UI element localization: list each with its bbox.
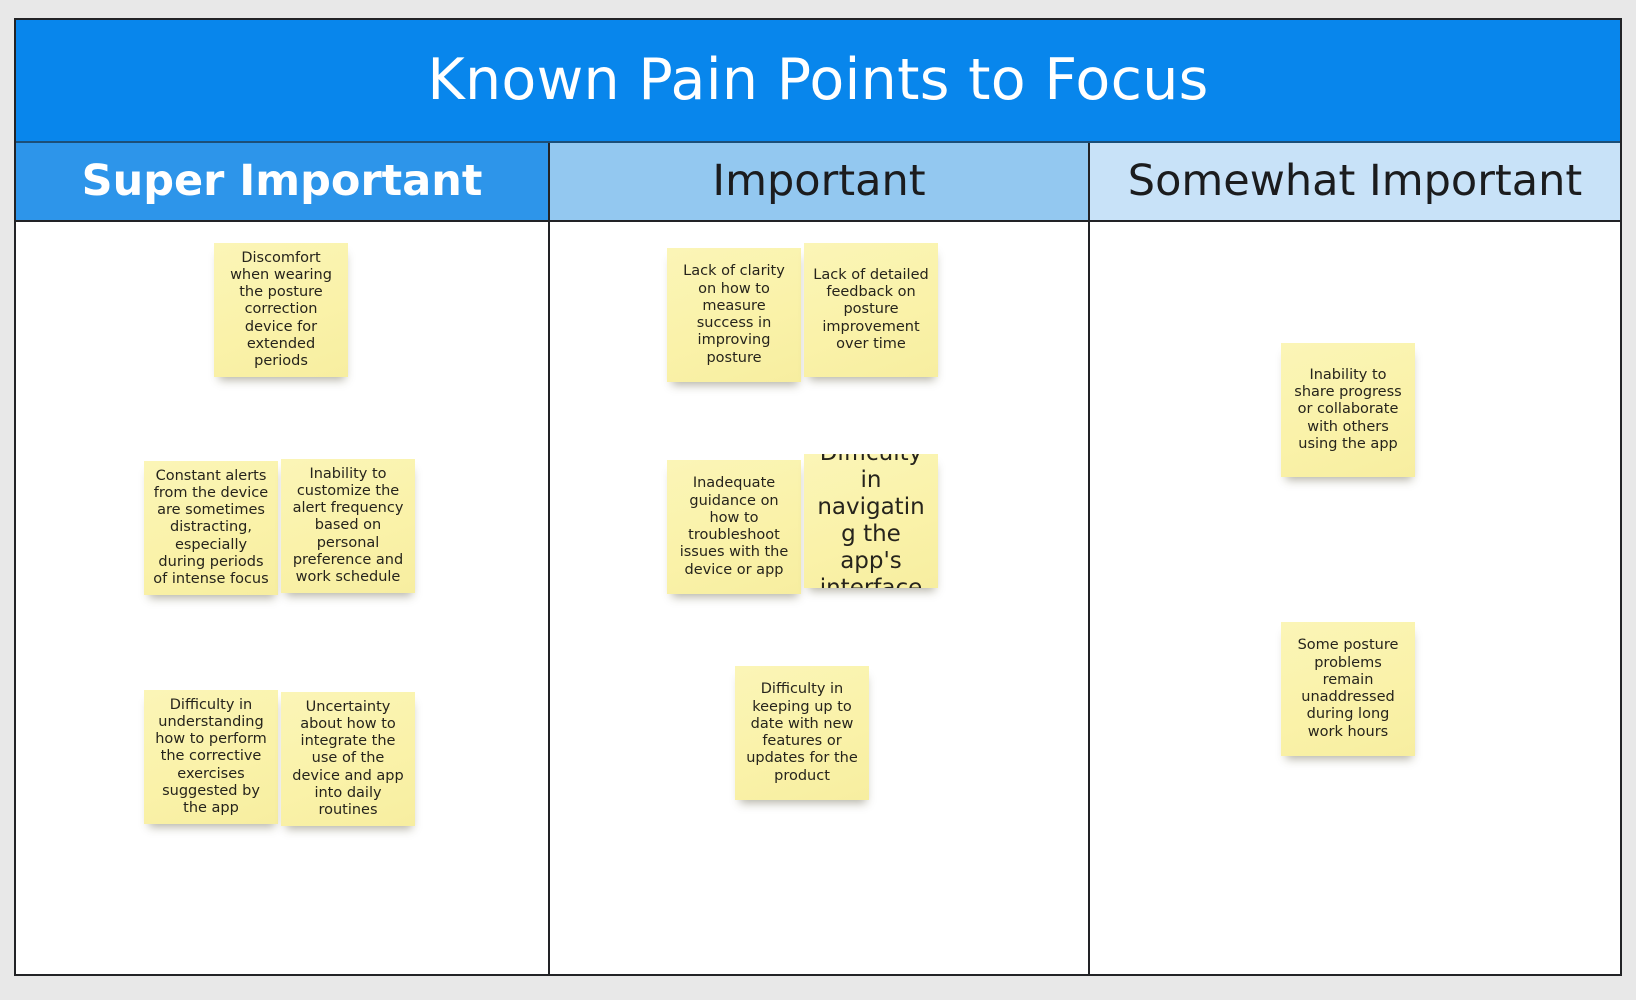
column-body-somewhat-important: Inability to share progress or collabora… bbox=[1090, 222, 1620, 974]
column-body-important: Lack of clarity on how to measure succes… bbox=[550, 222, 1090, 974]
sticky-note-text: Discomfort when wearing the posture corr… bbox=[230, 249, 332, 370]
sticky-note[interactable]: Inability to share progress or collabora… bbox=[1281, 343, 1415, 477]
column-header-label: Important bbox=[712, 156, 926, 206]
sticky-note[interactable]: Inability to customize the alert frequen… bbox=[281, 459, 415, 593]
sticky-note[interactable]: Some posture problems remain unaddressed… bbox=[1281, 622, 1415, 756]
sticky-note[interactable]: Uncertainty about how to integrate the u… bbox=[281, 692, 415, 826]
column-header-somewhat-important: Somewhat Important bbox=[1090, 143, 1620, 220]
column-header-label: Super Important bbox=[81, 156, 483, 206]
whiteboard-canvas: Known Pain Points to Focus Super Importa… bbox=[14, 18, 1622, 976]
sticky-note-text: Lack of detailed feedback on posture imp… bbox=[813, 266, 929, 352]
sticky-note-text: Difficulty in understanding how to perfo… bbox=[155, 696, 267, 817]
sticky-note[interactable]: Difficulty in navigating the app's inter… bbox=[804, 454, 938, 588]
board-title: Known Pain Points to Focus bbox=[427, 47, 1209, 113]
column-header-label: Somewhat Important bbox=[1127, 156, 1583, 206]
sticky-note-text: Difficulty in navigating the app's inter… bbox=[817, 454, 925, 588]
sticky-note-text: Inability to share progress or collabora… bbox=[1294, 366, 1402, 452]
sticky-note[interactable]: Lack of clarity on how to measure succes… bbox=[667, 248, 801, 382]
column-body-super-important: Discomfort when wearing the posture corr… bbox=[16, 222, 550, 974]
sticky-note-text: Constant alerts from the device are some… bbox=[153, 467, 269, 588]
board-title-bar: Known Pain Points to Focus bbox=[16, 20, 1620, 143]
sticky-note[interactable]: Difficulty in understanding how to perfo… bbox=[144, 690, 278, 824]
sticky-note-text: Lack of clarity on how to measure succes… bbox=[683, 263, 785, 366]
sticky-note[interactable]: Discomfort when wearing the posture corr… bbox=[214, 243, 348, 377]
sticky-note-text: Difficulty in keeping up to date with ne… bbox=[746, 681, 858, 784]
sticky-note[interactable]: Inadequate guidance on how to troublesho… bbox=[667, 460, 801, 594]
sticky-note[interactable]: Difficulty in keeping up to date with ne… bbox=[735, 666, 869, 800]
columns-area: Discomfort when wearing the posture corr… bbox=[16, 222, 1620, 974]
sticky-note-text: Inadequate guidance on how to troublesho… bbox=[679, 475, 789, 578]
sticky-note-text: Inability to customize the alert frequen… bbox=[292, 465, 404, 586]
sticky-note[interactable]: Lack of detailed feedback on posture imp… bbox=[804, 243, 938, 377]
sticky-note-text: Some posture problems remain unaddressed… bbox=[1297, 637, 1399, 740]
column-header-important: Important bbox=[550, 143, 1090, 220]
sticky-note-text: Uncertainty about how to integrate the u… bbox=[292, 698, 404, 819]
column-header-row: Super Important Important Somewhat Impor… bbox=[16, 143, 1620, 222]
column-header-super-important: Super Important bbox=[16, 143, 550, 220]
sticky-note[interactable]: Constant alerts from the device are some… bbox=[144, 461, 278, 595]
